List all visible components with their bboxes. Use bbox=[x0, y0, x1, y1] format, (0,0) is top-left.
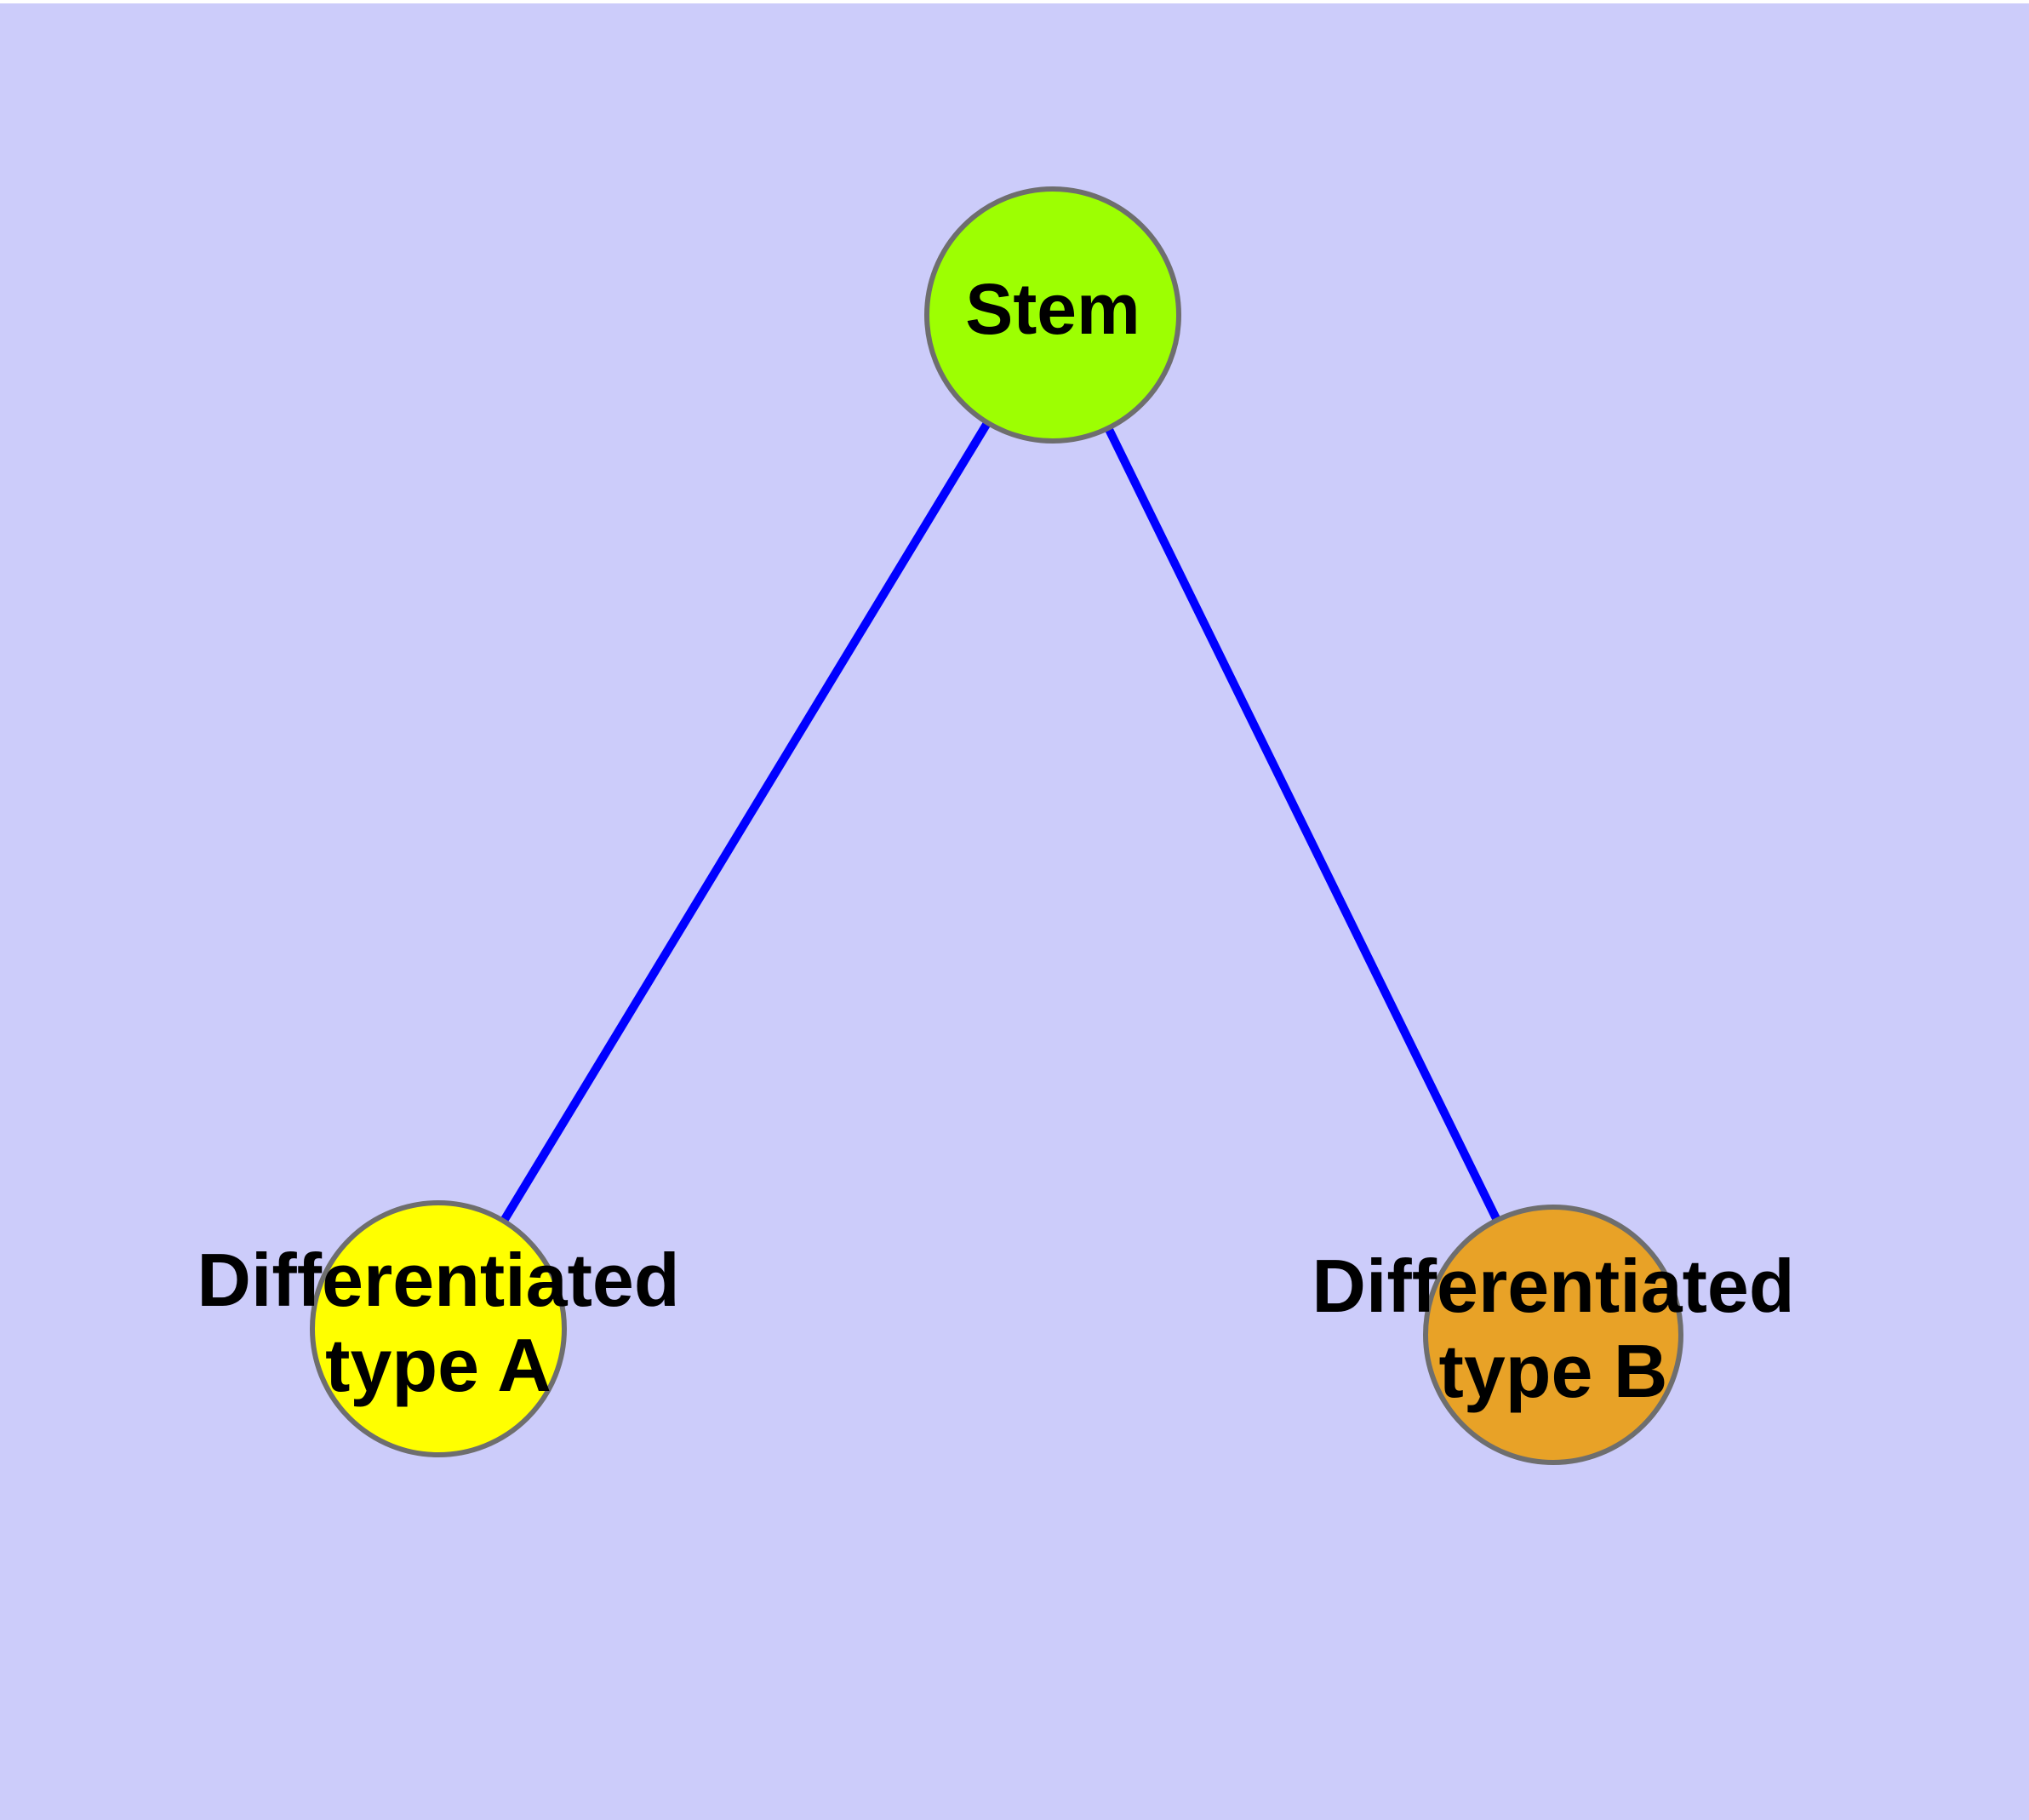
node-stem-label: Stem bbox=[965, 269, 1140, 349]
node-layer bbox=[310, 186, 1683, 1465]
node-stem-circle[interactable] bbox=[924, 186, 1181, 444]
canvas-top-band bbox=[0, 0, 2029, 3]
node-stem[interactable] bbox=[924, 186, 1181, 444]
node-label-line: type A bbox=[325, 1323, 552, 1407]
edge-stem-to-differentiated-type-a[interactable] bbox=[434, 312, 1057, 1331]
node-differentiated-type-a-circle[interactable] bbox=[310, 1200, 567, 1457]
edge-layer bbox=[434, 312, 1557, 1337]
node-differentiated-type-a[interactable] bbox=[310, 1200, 567, 1457]
edge-stem-to-differentiated-type-b[interactable] bbox=[1049, 312, 1557, 1337]
node-label-line: type B bbox=[1439, 1329, 1668, 1413]
node-label-line: Differentiated bbox=[197, 1238, 679, 1322]
node-label-line: Differentiated bbox=[1312, 1244, 1794, 1328]
node-differentiated-type-b-circle[interactable] bbox=[1423, 1205, 1683, 1465]
node-label-line: Stem bbox=[965, 269, 1140, 349]
node-differentiated-type-b[interactable] bbox=[1423, 1205, 1683, 1465]
